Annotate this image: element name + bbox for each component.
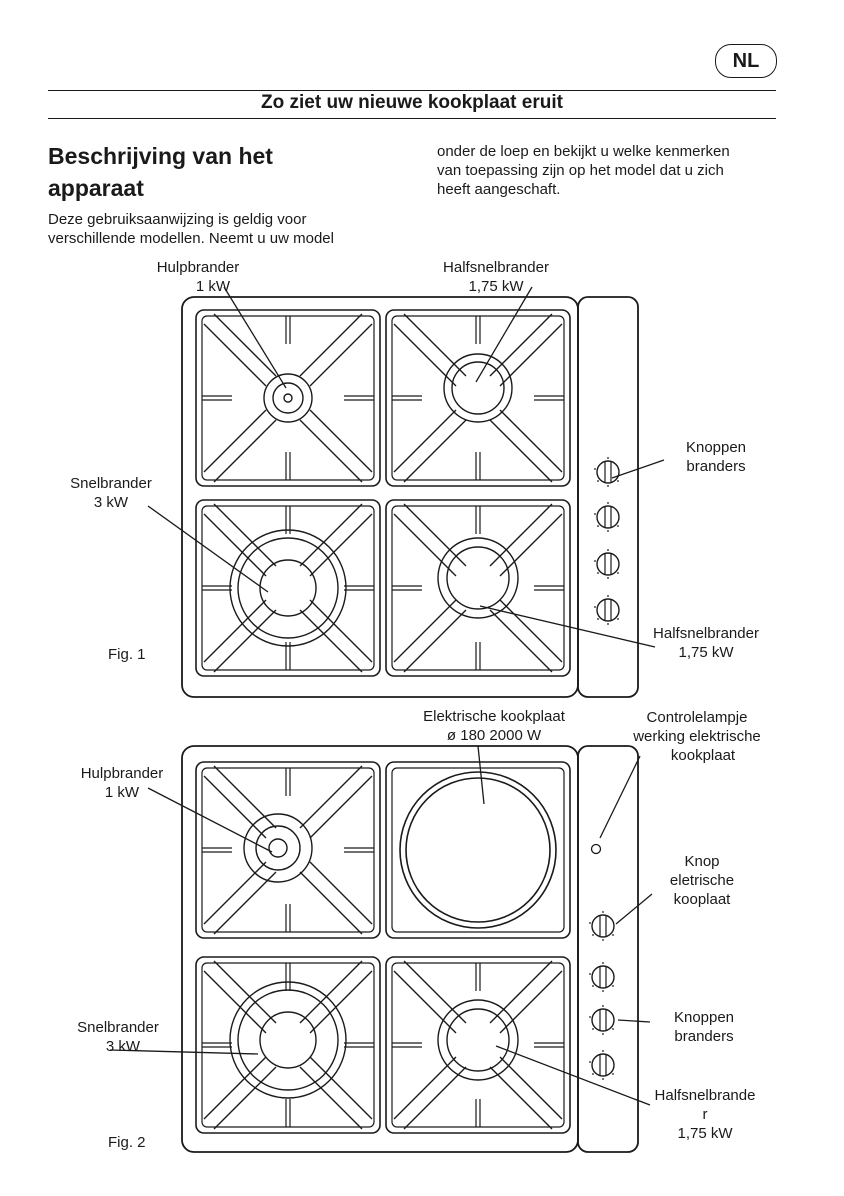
fig2-burner-bottom-left	[229, 981, 347, 1099]
fig1-label-halfsnel-top: Halfsnelbrander 1,75 kW	[426, 258, 566, 296]
fig1-hulpbrander-power: 1 kW	[195, 278, 231, 295]
fig1-label-knoppen: Knoppen branders	[666, 438, 766, 476]
fig1-halfsnel-top-power: 1,75 kW	[468, 278, 524, 295]
fig2-halfsnel-line-2: r	[702, 1106, 708, 1123]
fig2-controle-line-3: kookplaat	[670, 747, 736, 764]
fig1-hulpbrander-name: Hulpbrander	[156, 259, 240, 276]
fig1-knoppen-line-1: Knoppen	[685, 439, 747, 456]
heading-line-2: apparaat	[48, 175, 144, 201]
fig2-burner-top-left	[243, 813, 313, 883]
header-rule-bottom	[48, 118, 776, 119]
fig2-controle-line-2: werking elektrische	[633, 728, 761, 745]
fig2-elektrische-name: Elektrische kookplaat	[423, 708, 565, 725]
header-rule-top	[48, 90, 776, 91]
fig2-burner-bottom-right	[437, 999, 519, 1081]
fig2-snelbrander-power: 3 kW	[105, 1038, 141, 1055]
fig2-knop-line-2: eletrische	[669, 872, 735, 889]
fig2-halfsnel-line-1: Halfsnelbrande	[654, 1087, 756, 1104]
intro-right-line-1: onder de loep en bekijkt u welke kenmerk…	[437, 143, 730, 160]
fig1-snelbrander-name: Snelbrander	[70, 475, 152, 492]
fig1-label-snelbrander: Snelbrander 3 kW	[58, 474, 164, 512]
figure-1-hob	[147, 286, 665, 698]
fig1-label-hulpbrander: Hulpbrander 1 kW	[140, 258, 256, 296]
fig1-halfsnel-top-name: Halfsnelbrander	[443, 259, 549, 276]
figure-2-hob	[109, 745, 653, 1153]
fig2-label-knop: Knop eletrische kooplaat	[656, 852, 748, 909]
fig2-knoppen-line-1: Knoppen	[673, 1009, 735, 1026]
fig1-knoppen-line-2: branders	[686, 458, 746, 475]
intro-right-line-3: heeft aangeschaft.	[437, 181, 561, 198]
language-badge: NL	[715, 44, 777, 78]
intro-left-line-1: Deze gebruiksaanwijzing is geldig voor	[48, 211, 307, 228]
fig1-halfsnel-bottom-power: 1,75 kW	[678, 644, 734, 661]
fig2-label-halfsnel: Halfsnelbrande r 1,75 kW	[642, 1086, 768, 1143]
heading-line-1: Beschrijving van het	[48, 143, 273, 169]
intro-left-paragraph: Deze gebruiksaanwijzing is geldig voor v…	[48, 210, 334, 248]
fig2-caption: Fig. 2	[108, 1134, 146, 1151]
fig1-label-halfsnel-bottom: Halfsnelbrander 1,75 kW	[640, 624, 772, 662]
page-heading: Beschrijving van het apparaat	[48, 140, 273, 204]
intro-left-line-2: verschillende modellen. Neemt u uw model	[48, 230, 334, 247]
fig1-burner-bottom-left	[229, 529, 347, 647]
fig1-caption: Fig. 1	[108, 646, 146, 663]
fig2-label-hulpbrander: Hulpbrander 1 kW	[66, 764, 178, 802]
fig2-label-snelbrander: Snelbrander 3 kW	[60, 1018, 176, 1056]
fig2-snelbrander-name: Snelbrander	[77, 1019, 159, 1036]
fig1-halfsnel-bottom-name: Halfsnelbrander	[653, 625, 759, 642]
fig1-burner-bottom-right	[437, 537, 519, 619]
fig2-label-knoppen: Knoppen branders	[654, 1008, 754, 1046]
fig2-label-elektrische: Elektrische kookplaat ø 180 2000 W	[406, 707, 582, 745]
fig2-electric-plate	[399, 771, 557, 929]
fig2-knop-line-1: Knop	[684, 853, 720, 870]
fig2-elektrische-spec: ø 180 2000 W	[446, 727, 542, 744]
fig2-halfsnel-power: 1,75 kW	[677, 1125, 733, 1142]
fig2-hulpbrander-power: 1 kW	[104, 784, 140, 801]
intro-right-line-2: van toepassing zijn op het model dat u z…	[437, 162, 724, 179]
fig2-knoppen-line-2: branders	[674, 1028, 734, 1045]
fig2-controle-line-1: Controlelampje	[646, 709, 748, 726]
fig1-burner-top-right	[443, 353, 513, 423]
section-title: Zo ziet uw nieuwe kookplaat eruit	[261, 92, 563, 113]
fig1-snelbrander-power: 3 kW	[93, 494, 129, 511]
fig2-label-controlelampje: Controlelampje werking elektrische kookp…	[612, 708, 782, 765]
fig2-hulpbrander-name: Hulpbrander	[80, 765, 164, 782]
fig1-burner-top-left	[263, 373, 313, 423]
intro-right-paragraph: onder de loep en bekijkt u welke kenmerk…	[437, 142, 730, 199]
fig2-knop-line-3: kooplaat	[673, 891, 731, 908]
